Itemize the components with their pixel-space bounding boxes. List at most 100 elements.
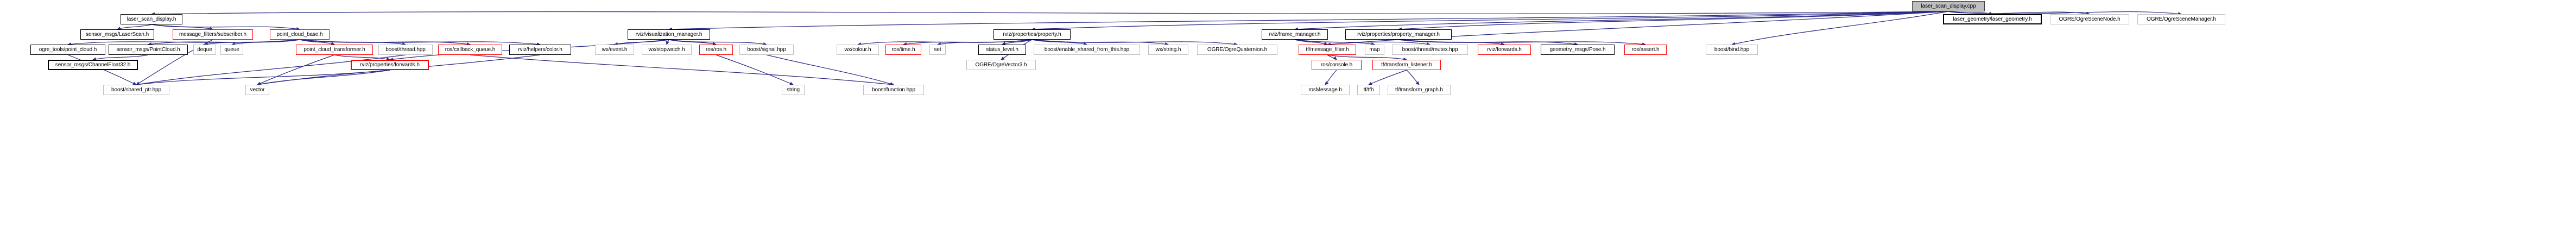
graph-node-label: sensor_msgs/ChannelFloat32.h — [55, 61, 131, 68]
graph-node[interactable]: boost/thread/mutex.hpp — [1392, 45, 1468, 55]
graph-node[interactable]: rviz/frame_manager.h — [1262, 29, 1328, 40]
graph-node-label: vector — [250, 86, 265, 93]
graph-node-label: geometry_msgs/Pose.h — [1549, 46, 1606, 53]
graph-node[interactable]: ogre_tools/point_cloud.h — [30, 45, 105, 55]
graph-node[interactable]: geometry_msgs/Pose.h — [1541, 45, 1615, 55]
graph-node[interactable]: boost/enable_shared_from_this.hpp — [1034, 45, 1140, 55]
graph-edge — [148, 39, 300, 46]
graph-node-label: laser_scan_display.h — [126, 16, 176, 22]
graph-node-label: ros/assert.h — [1631, 46, 1660, 53]
graph-edge — [1325, 70, 1337, 85]
graph-node[interactable]: vector — [245, 85, 269, 95]
graph-node[interactable]: laser_geometry/laser_geometry.h — [1943, 14, 2042, 24]
graph-node[interactable]: rviz/properties/property_manager.h — [1345, 29, 1452, 40]
graph-node[interactable]: OGRE/OgreQuaternion.h — [1197, 45, 1277, 55]
graph-node-label: sensor_msgs/LaserScan.h — [85, 31, 149, 37]
graph-node-label: point_cloud_base.h — [276, 31, 323, 37]
graph-node[interactable]: point_cloud_transformer.h — [296, 45, 373, 55]
graph-node-label: OGRE/OgreSceneNode.h — [2059, 16, 2121, 22]
graph-node[interactable]: status_level.h — [978, 45, 1026, 55]
graph-node[interactable]: rviz/properties/property.h — [993, 29, 1071, 40]
graph-node-label: deque — [197, 46, 212, 53]
graph-node[interactable]: tf/transform_listener.h — [1372, 60, 1441, 70]
graph-node[interactable]: tf/transform_graph.h — [1388, 85, 1451, 95]
graph-edge — [1406, 70, 1420, 85]
graph-edge — [1031, 11, 1949, 31]
graph-node-label: rviz/forwards.h — [1487, 46, 1522, 53]
graph-node[interactable]: message_filters/subscriber.h — [173, 29, 253, 40]
graph-node[interactable]: OGRE/OgreSceneManager.h — [2137, 14, 2225, 24]
graph-node-label: laser_scan_display.cpp — [1921, 3, 1976, 9]
graph-node[interactable]: deque — [193, 45, 216, 55]
graph-node[interactable]: string — [782, 85, 805, 95]
graph-node-label: rviz/properties/property_manager.h — [1357, 31, 1440, 37]
graph-node-label: boost/signal.hpp — [747, 46, 786, 53]
graph-node[interactable]: rviz/properties/forwards.h — [351, 60, 429, 70]
graph-edge — [231, 39, 300, 46]
graph-node[interactable]: tf/tfh — [1357, 85, 1380, 95]
graph-node[interactable]: rosMessage.h — [1301, 85, 1350, 95]
graph-edge — [1031, 39, 1238, 46]
graph-node-label: string — [787, 86, 800, 93]
graph-node-label: OGRE/OgreVector3.h — [975, 61, 1027, 68]
graph-node-label: tf/transform_listener.h — [1381, 61, 1432, 68]
graph-node[interactable]: wx/colour.h — [837, 45, 879, 55]
graph-node-label: wx/stopwatch.h — [648, 46, 685, 53]
graph-node[interactable]: wx/event.h — [595, 45, 634, 55]
graph-node[interactable]: sensor_msgs/ChannelFloat32.h — [48, 60, 138, 70]
graph-node[interactable]: boost/bind.hpp — [1706, 45, 1758, 55]
graph-edge — [151, 11, 1949, 16]
graph-node[interactable]: sensor_msgs/LaserScan.h — [80, 29, 154, 40]
graph-node-label: wx/string.h — [1155, 46, 1181, 53]
graph-node-label: OGRE/OgreSceneManager.h — [2147, 16, 2216, 22]
graph-node[interactable]: rviz/visualization_manager.h — [628, 29, 710, 40]
graph-node[interactable]: rviz/helpers/color.h — [509, 45, 571, 55]
graph-node-label: ros/ros.h — [705, 46, 726, 53]
graph-node-label: ros/console.h — [1320, 61, 1353, 68]
graph-edge — [1398, 39, 1646, 46]
graph-node[interactable]: ros/console.h — [1312, 60, 1362, 70]
graph-node[interactable]: boost/function.hpp — [863, 85, 924, 95]
graph-node[interactable]: sensor_msgs/PointCloud.h — [109, 45, 188, 55]
graph-edge — [1398, 39, 1578, 46]
graph-node-label: rviz/properties/forwards.h — [360, 61, 420, 68]
graph-edge — [1368, 70, 1407, 85]
graph-edge — [257, 54, 335, 85]
graph-node[interactable]: OGRE/OgreSceneNode.h — [2050, 14, 2129, 24]
graph-node[interactable]: wx/stopwatch.h — [642, 45, 692, 55]
graph-node[interactable]: ros/ros.h — [699, 45, 733, 55]
graph-edge — [668, 11, 1949, 32]
graph-node-label: map — [1369, 46, 1380, 53]
graph-node-label: boost/bind.hpp — [1714, 46, 1750, 53]
graph-edge — [1294, 11, 1949, 31]
graph-node-label: ros/callback_queue.h — [445, 46, 496, 53]
graph-node[interactable]: boost/shared_ptr.hpp — [103, 85, 169, 95]
graph-node[interactable]: ros/time.h — [885, 45, 921, 55]
graph-node[interactable]: queue — [220, 45, 243, 55]
graph-node-label: rviz/visualization_manager.h — [635, 31, 702, 37]
graph-node-label: boost/shared_ptr.hpp — [111, 86, 161, 93]
graph-edge — [299, 39, 471, 46]
graph-node-label: rviz/frame_manager.h — [1269, 31, 1321, 37]
graph-edge — [1948, 11, 2182, 16]
graph-node[interactable]: laser_scan_display.h — [121, 14, 182, 24]
graph-node[interactable]: OGRE/OgreVector3.h — [966, 60, 1036, 70]
graph-node[interactable]: ros/assert.h — [1624, 45, 1667, 55]
graph-node[interactable]: boost/signal.hpp — [739, 45, 794, 55]
graph-node-label: boost/thread/mutex.hpp — [1402, 46, 1458, 53]
graph-node[interactable]: tf/message_filter.h — [1299, 45, 1356, 55]
graph-edge — [716, 54, 794, 85]
graph-node[interactable]: boost/thread.hpp — [378, 45, 433, 55]
graph-node-label: status_level.h — [986, 46, 1018, 53]
graph-node[interactable]: set — [929, 45, 946, 55]
graph-edge — [257, 70, 390, 86]
graph-edge — [1002, 39, 1033, 46]
graph-node[interactable]: rviz/forwards.h — [1478, 45, 1531, 55]
graph-node[interactable]: wx/string.h — [1148, 45, 1188, 55]
graph-node[interactable]: laser_scan_display.cpp — [1912, 1, 1985, 11]
graph-node[interactable]: point_cloud_base.h — [270, 29, 330, 40]
graph-node[interactable]: ros/callback_queue.h — [438, 45, 502, 55]
graph-node[interactable]: map — [1365, 45, 1384, 55]
